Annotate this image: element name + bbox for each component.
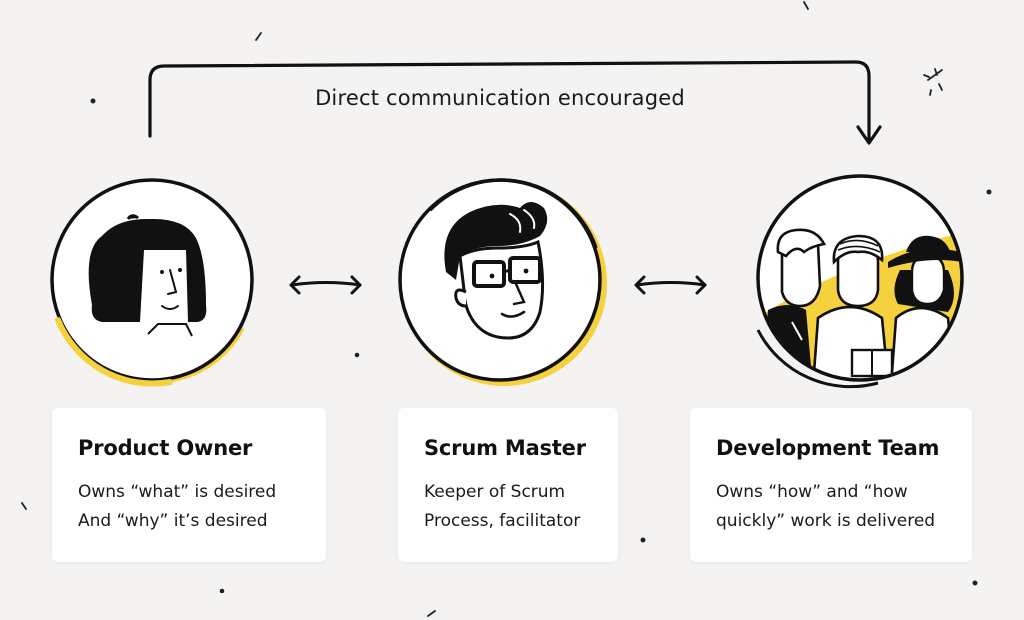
double-arrow-sm-dt	[634, 275, 707, 295]
product-owner-desc-line-1: Owns “what” is desired	[78, 482, 277, 502]
double-arrow-po-sm	[289, 275, 362, 295]
scrum-master-desc-line-2: Process, facilitator	[424, 511, 581, 531]
decorative-sparkles	[21, 1, 992, 617]
scrum-master-title: Scrum Master	[424, 436, 586, 460]
development-team-desc-line-1: Owns “how” and “how	[716, 482, 908, 502]
development-team-desc-line-2: quickly” work is delivered	[716, 511, 936, 531]
product-owner-title: Product Owner	[78, 436, 253, 460]
development-team-avatar	[756, 174, 964, 389]
product-owner-avatar	[50, 178, 254, 387]
development-team-title: Development Team	[716, 436, 940, 460]
product-owner-desc-line-2: And “why” it’s desired	[78, 511, 268, 531]
communication-arrow	[148, 60, 882, 145]
product-owner-card: Product Owner Owns “what” is desired And…	[52, 408, 326, 562]
scrum-master-avatar	[398, 178, 607, 386]
scrum-master-card: Scrum Master Keeper of Scrum Process, fa…	[398, 408, 618, 562]
scrum-master-desc-line-1: Keeper of Scrum	[424, 482, 566, 502]
communication-caption: Direct communication encouraged	[315, 86, 685, 110]
development-team-card: Development Team Owns “how” and “how qui…	[690, 408, 972, 562]
